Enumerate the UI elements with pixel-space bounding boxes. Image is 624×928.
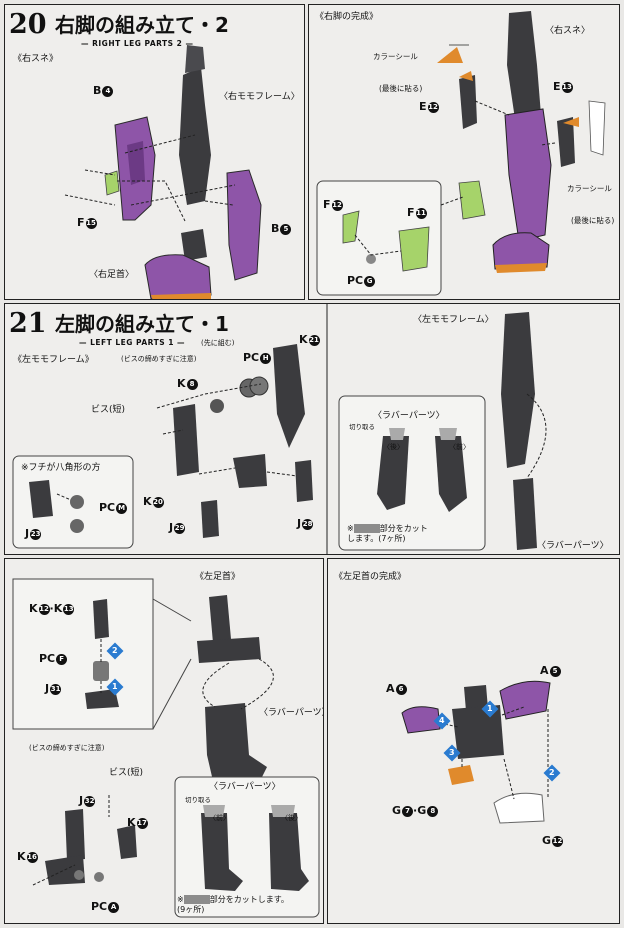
stick-last-label-2: (最後に貼る) xyxy=(571,216,615,225)
step-title: 右脚の組み立て・2 xyxy=(55,13,229,37)
color-seal-label: カラーシール xyxy=(373,52,418,61)
step-number: 20 xyxy=(9,9,47,40)
stick-last-label: (最後に貼る) xyxy=(379,84,423,93)
front-label: 〈前〉 xyxy=(209,814,230,822)
ankle-label: 〈右足首〉 xyxy=(89,270,135,280)
front-label: 〈前〉 xyxy=(449,443,470,451)
insert-first-note: (先に組む) xyxy=(201,339,235,347)
step-title: 左脚の組み立て・1 xyxy=(55,312,229,336)
cut-off-label: 切り取る xyxy=(185,796,211,804)
screw-short-label: ビス(短) xyxy=(91,405,126,415)
step-21-illustration xyxy=(12,304,547,554)
rubber-parts-label-2: 〈ラバーパーツ〉 xyxy=(209,782,281,792)
screw-short-label: ビス(短) xyxy=(109,768,144,778)
complete-header: 《右脚の完成》 xyxy=(315,12,379,22)
rear-label: 〈後〉 xyxy=(281,814,302,822)
rubber-parts-label: 〈ラバーパーツ〉 xyxy=(259,708,324,718)
step-number: 21 xyxy=(9,308,47,339)
step-20-panel: 20 右脚の組み立て・2 — RIGHT LEG PARTS 2 — 《右スネ》… xyxy=(4,4,305,300)
color-seal-label-2: カラーシール xyxy=(567,184,612,193)
thigh-frame-label: 《左モモフレーム》 xyxy=(13,355,94,365)
shin-label: 《右スネ》 xyxy=(13,54,59,64)
left-ankle-complete-illustration xyxy=(401,680,551,824)
screw-warning: (ビスの締めすぎに注意) xyxy=(121,355,197,363)
cut-off-label: 切り取る xyxy=(349,423,375,431)
shin-label: 〈右スネ〉 xyxy=(545,26,591,36)
cut-note: ※部分をカットします。 (9ヶ所) xyxy=(177,895,289,915)
right-leg-illustration xyxy=(316,11,606,296)
step-subtitle: — RIGHT LEG PARTS 2 — xyxy=(81,39,194,48)
step-21-panel: 21 左脚の組み立て・1 — LEFT LEG PARTS 1 — 《左モモフレ… xyxy=(4,303,620,555)
rubber-parts-label: 〈ラバーパーツ〉 xyxy=(373,411,445,421)
screw-warning: (ビスの締めすぎに注意) xyxy=(29,744,105,752)
left-ankle-illustration xyxy=(12,578,320,918)
complete-header: 《左足首の完成》 xyxy=(334,572,407,582)
ankle-header: 《左足首》 xyxy=(195,572,241,582)
thigh-frame-label: 〈右モモフレーム〉 xyxy=(219,92,300,102)
cut-note: ※部分をカット します。(7ヶ所) xyxy=(347,524,428,544)
step-20-illustration xyxy=(64,45,262,299)
octagon-note: ※フチが八角形の方 xyxy=(21,463,101,473)
rubber-parts-label-2: 〈ラバーパーツ〉 xyxy=(537,541,609,551)
right-leg-complete-panel: 《右脚の完成》 〈右スネ〉 カラーシール (最後に貼る) カラーシール (最後に… xyxy=(308,4,620,300)
rear-label: 〈後〉 xyxy=(383,443,404,451)
step-subtitle: — LEFT LEG PARTS 1 — xyxy=(79,338,186,347)
left-thigh-header: 〈左モモフレーム〉 xyxy=(413,315,494,325)
